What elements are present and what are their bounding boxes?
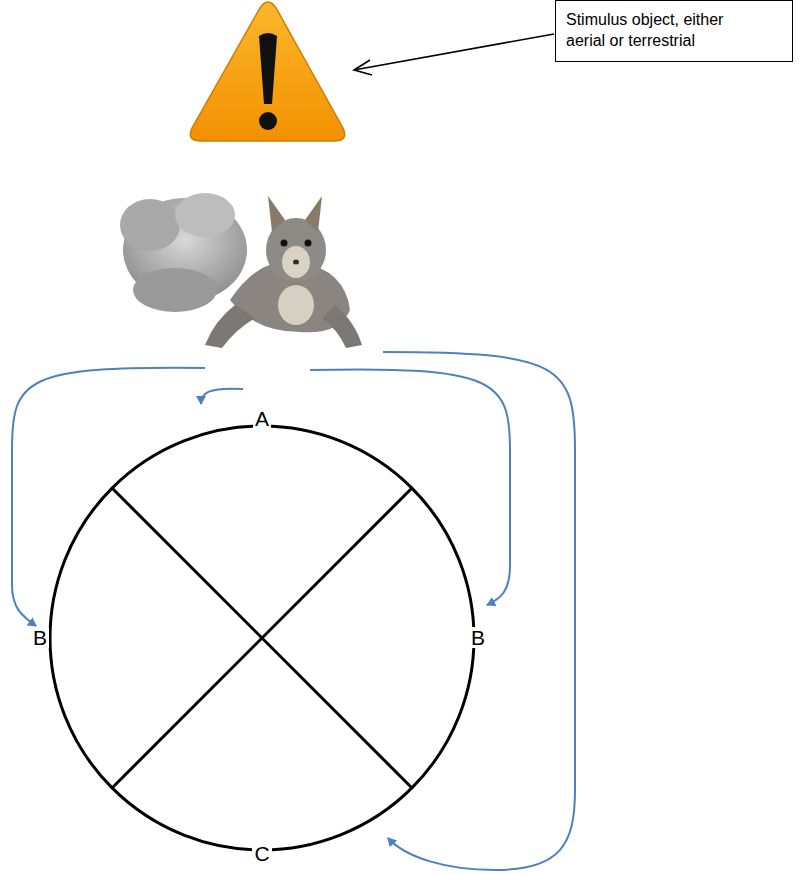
leader-arrow xyxy=(354,34,554,75)
position-label: B xyxy=(31,627,49,648)
squirrel-illustration xyxy=(120,193,362,348)
arena-circle xyxy=(50,426,474,850)
position-label: C xyxy=(252,843,271,864)
callout-text: Stimulus object, either aerial or terres… xyxy=(566,10,756,52)
warning-sign xyxy=(190,2,344,141)
movement-arrows xyxy=(12,352,575,870)
callout-box: Stimulus object, either aerial or terres… xyxy=(555,0,793,62)
position-label: A xyxy=(253,408,271,429)
position-label: B xyxy=(469,627,487,648)
